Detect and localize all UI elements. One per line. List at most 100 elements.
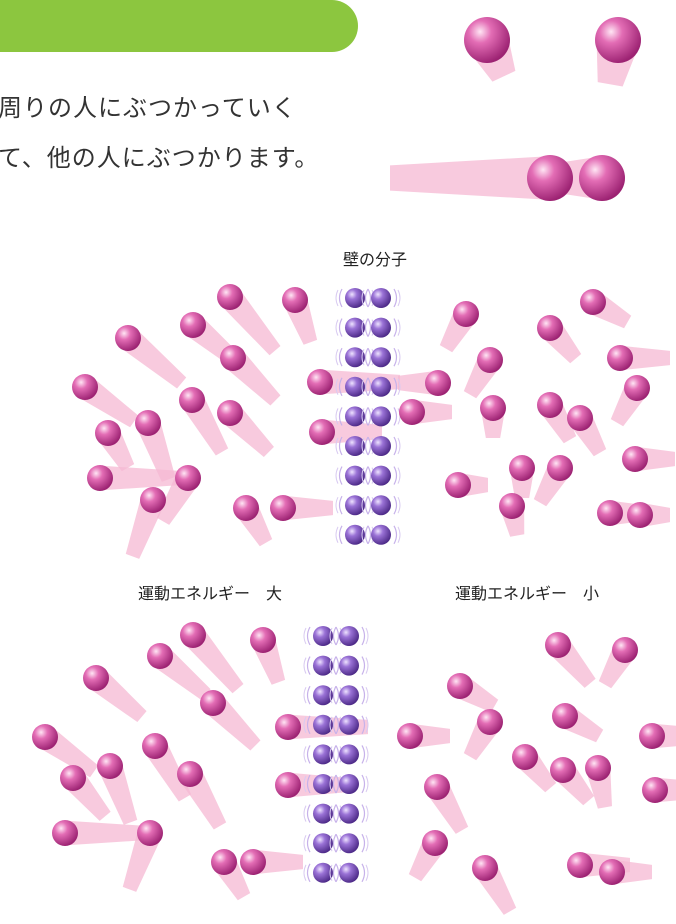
vibration-arc [338,347,343,367]
vibration-arc [329,834,333,852]
vibration-arc [306,833,311,853]
vibration-arc [365,657,369,674]
wall-molecule [371,347,391,368]
vibration-arc [393,525,398,545]
vibration-arc [335,685,340,705]
molecule [447,673,473,699]
motion-trail [390,156,550,200]
wall-molecule [313,774,333,794]
molecule [550,757,576,783]
molecule [309,419,335,445]
vibration-arc [365,627,369,645]
molecule [217,284,243,310]
vibration-arc [361,467,365,484]
wall-molecule [345,288,365,308]
vibration-arc [306,863,311,883]
vibration-arc [329,716,333,734]
vibration-arc [335,774,340,794]
vibration-arc [329,775,333,793]
vibration-arc [306,656,311,675]
molecule [52,820,78,846]
vibration-arc [364,525,369,545]
vibration-arc [361,656,366,675]
vibration-arc [332,715,337,735]
vibration-arc [361,437,365,455]
molecule [642,777,668,803]
molecule [622,446,648,472]
vibration-arc [335,378,339,396]
wall-molecule [339,803,359,824]
vibration-arc [335,289,339,307]
molecule [397,723,423,749]
molecule [217,400,243,426]
vibration-arc [365,686,369,704]
vibration-arc [367,407,372,426]
vibration-arc [365,746,369,763]
molecule [547,455,573,481]
motion-trail [100,465,180,491]
vibration-arc [338,288,343,308]
vibration-arc [367,318,372,337]
wall-molecule [371,376,391,397]
molecule [200,690,226,716]
vibration-arc [365,834,369,852]
vibration-arc [364,288,369,308]
vibration-arc [332,626,337,646]
molecule [597,500,623,526]
vibration-arc [332,774,337,794]
body-text-line-1: 周りの人にぶつかっていく [0,94,297,122]
vibration-arc [335,626,340,646]
vibration-arc [361,319,365,336]
vibration-arc [397,467,401,484]
vibration-arc [367,495,372,515]
vibration-arc [397,348,401,366]
vibration-arc [361,348,365,366]
vibration-arc [338,436,343,456]
vibration-arc [361,408,365,425]
vibration-arc [303,686,307,704]
vibration-arc [335,437,339,455]
vibration-arc [335,656,340,675]
vibration-arc [303,746,307,763]
vibration-arc [397,319,401,336]
molecule [424,774,450,800]
wall-molecule [371,317,391,338]
vibration-arc [397,289,401,307]
wall-molecule [371,524,391,545]
molecule [87,465,113,491]
kinetic-energy-small-label: 運動エネルギー 小 [455,584,600,603]
vibration-arc [365,864,369,882]
vibration-arc [306,626,311,646]
wall-molecule [345,317,365,338]
vibration-arc [393,466,398,485]
molecule [140,487,166,513]
vibration-arc [367,525,372,545]
wall-molecules-label: 壁の分子 [343,250,408,269]
wall-molecule [339,833,359,854]
kinetic-energy-large-label: 運動エネルギー 大 [138,584,283,603]
vibration-arc [332,804,337,823]
vibration-arc [329,805,333,822]
vibration-arc [303,716,307,734]
molecule [422,830,448,856]
vibration-arc [335,833,340,853]
molecule [545,632,571,658]
wall-molecule [371,495,391,516]
vibration-arc [367,377,372,397]
vibration-arc [361,833,366,853]
molecule-large [527,155,573,201]
vibration-arc [303,775,307,793]
vibration-arc [338,525,343,545]
vibration-arc [367,288,372,308]
molecule [624,375,650,401]
vibration-arc [338,407,343,426]
molecule [567,852,593,878]
molecule [175,465,201,491]
motion-trail [620,345,670,371]
vibration-arc [306,715,311,735]
vibration-arc [393,407,398,426]
molecule [477,709,503,735]
vibration-arc [335,863,340,883]
body-text-line-2: て、他の人にぶつかります。 [0,144,320,172]
